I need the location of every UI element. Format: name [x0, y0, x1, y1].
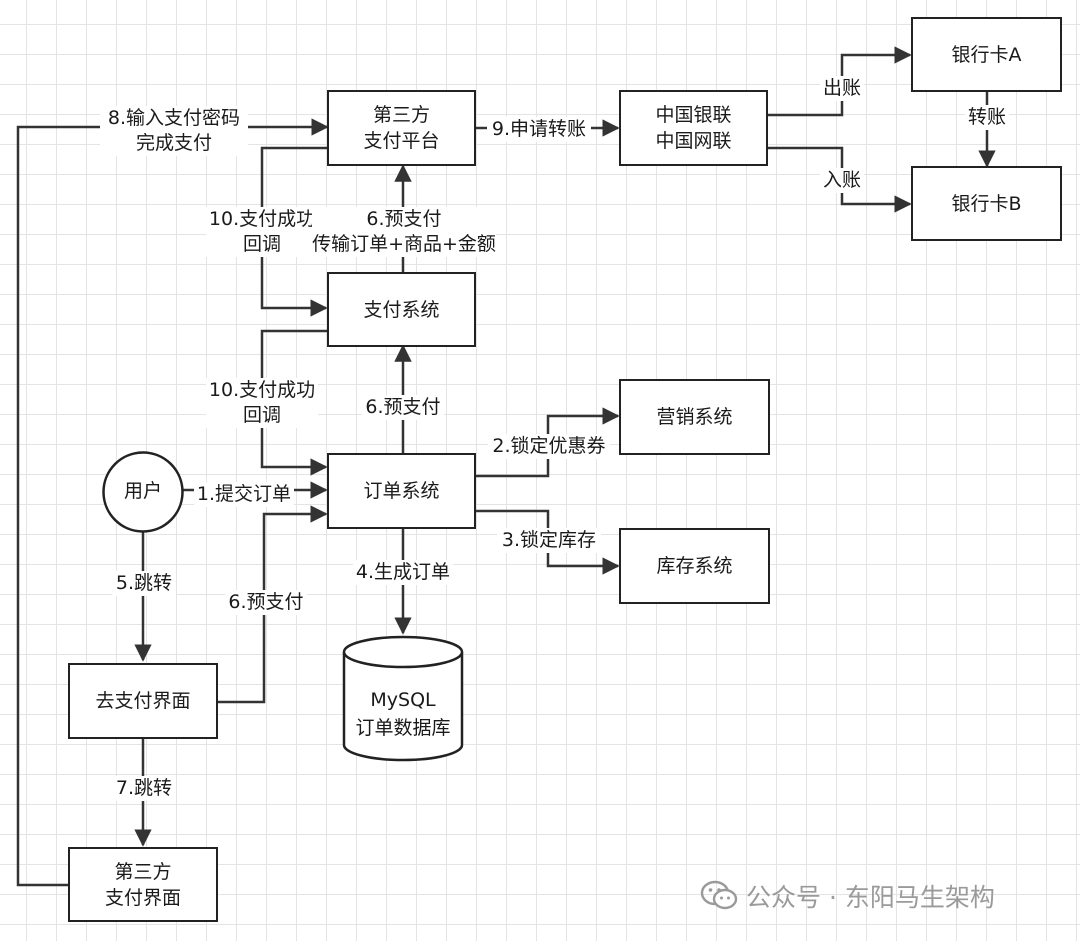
- user-node-label: 用户: [123, 480, 162, 502]
- third-party-platform-label: 第三方 支付平台: [363, 104, 440, 152]
- bank-card-a-node: 银行卡A: [911, 17, 1062, 92]
- inventory-system-node: 库存系统: [619, 528, 770, 604]
- edge-6-low-label: 6.预支付: [225, 590, 307, 615]
- mysql-db-label: MySQL 订单数据库: [355, 689, 451, 739]
- watermark-text: 公众号 · 东阳马生架构: [746, 883, 995, 912]
- watermark: 公众号 · 东阳马生架构: [700, 878, 995, 914]
- wechat-icon: [700, 880, 738, 910]
- bank-card-b-node: 银行卡B: [911, 166, 1062, 241]
- order-system-label: 订单系统: [363, 480, 440, 502]
- go-pay-page-label: 去支付界面: [95, 690, 191, 712]
- marketing-system-label: 营销系统: [656, 406, 733, 428]
- third-party-platform-node: 第三方 支付平台: [327, 90, 476, 166]
- edge-6-mid-label: 6.预支付: [362, 395, 444, 420]
- edge-3-label: 3.锁定库存: [497, 528, 601, 553]
- third-party-pay-page-label: 第三方 支付界面: [104, 860, 181, 909]
- edge-6-top-label: 6.预支付 传输订单+商品+金额: [312, 207, 496, 257]
- edge-out-label: 出账: [820, 76, 864, 101]
- go-pay-page-node: 去支付界面: [68, 663, 218, 739]
- edge-10-mid-label: 10.支付成功 回调: [206, 378, 318, 428]
- payment-system-node: 支付系统: [327, 272, 476, 347]
- bank-card-b-label: 银行卡B: [951, 192, 1022, 215]
- bank-card-a-label: 银行卡A: [951, 43, 1022, 66]
- edge-1-label: 1.提交订单: [194, 482, 294, 507]
- edge-2-label: 2.锁定优惠券: [488, 434, 610, 459]
- edge-7-label: 7.跳转: [112, 776, 176, 801]
- order-system-node: 订单系统: [327, 453, 476, 529]
- edge-10-top-label: 10.支付成功 回调: [206, 207, 318, 257]
- marketing-system-node: 营销系统: [619, 379, 770, 455]
- inventory-system-label: 库存系统: [656, 555, 733, 577]
- edge-4-label: 4.生成订单: [353, 560, 453, 585]
- edge-5-label: 5.跳转: [112, 571, 176, 596]
- unionpay-label: 中国银联 中国网联: [655, 104, 732, 152]
- edge-in-label: 入账: [820, 168, 864, 193]
- edge-8-label: 8.输入支付密码 完成支付: [100, 106, 248, 156]
- payment-system-label: 支付系统: [363, 298, 440, 321]
- user-node-shape: [102, 451, 184, 533]
- edge-9-label: 9.申请转账: [487, 117, 591, 142]
- mysql-cylinder-shape: [342, 635, 464, 762]
- edge-transfer-label: 转账: [965, 105, 1009, 130]
- unionpay-node: 中国银联 中国网联: [619, 90, 768, 166]
- third-party-pay-page-node: 第三方 支付界面: [68, 847, 218, 922]
